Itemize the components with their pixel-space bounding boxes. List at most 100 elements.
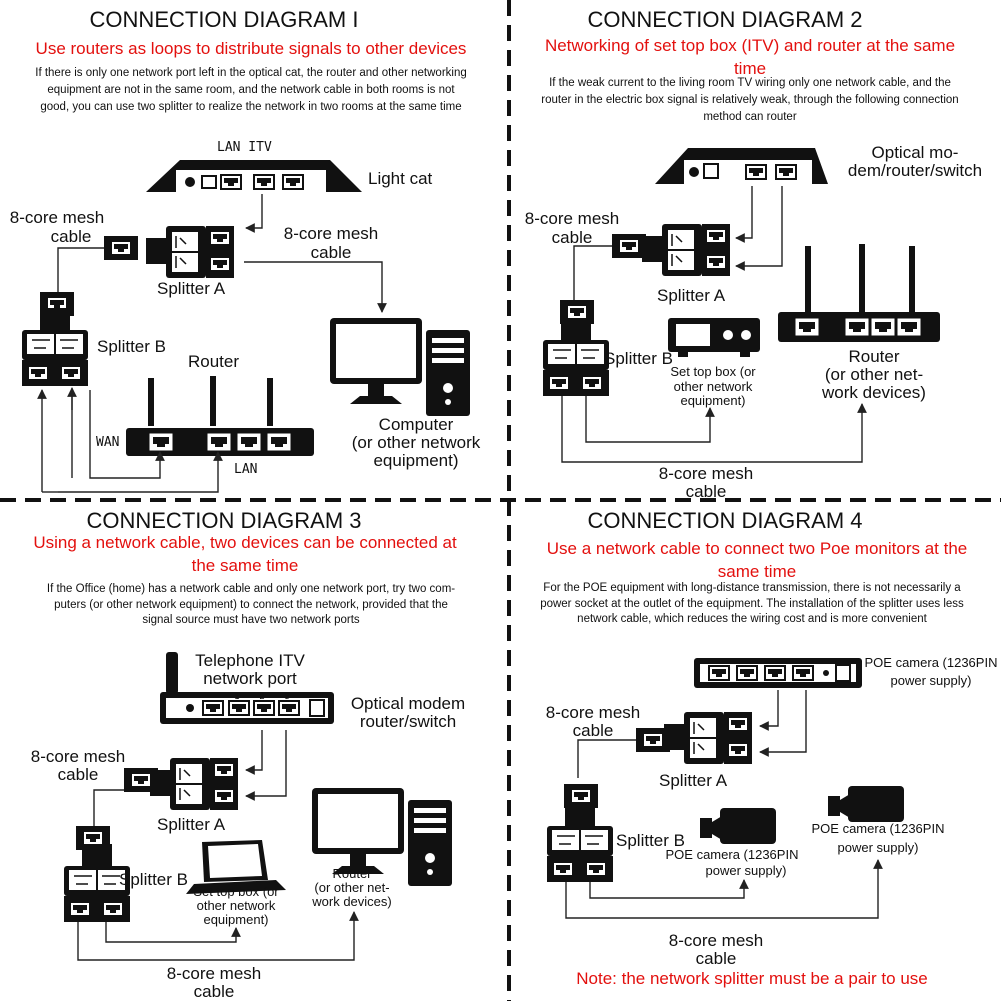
splitter-a-label: Splitter A [157,279,226,298]
light-cat-label: Light cat [368,169,433,188]
mesh-cable-label: cable [58,765,99,784]
modem-label: Optical mo- [872,143,959,162]
mesh-cable-label: 8-core mesh [659,464,753,483]
panel-diagram-1: CONNECTION DIAGRAM I Use routers as loop… [10,7,481,493]
splitter-a-label: Splitter A [659,771,728,790]
computer-label: (or other network [352,433,481,452]
panel4-desc-line: For the POE equipment with long-distance… [543,582,961,594]
camera-label: power supply) [706,863,787,878]
set-top-box-label: Set top box (or [670,364,756,379]
port-number: 2 [259,691,264,701]
router-label: Router [848,347,899,366]
splitter-b-label: Splitter B [604,349,673,368]
panel3-desc-line: If the Office (home) has a network cable… [47,583,455,595]
poe-camera-icon [828,786,904,822]
mesh-cable-label: 8-core mesh [525,209,619,228]
mesh-cable-label: 8-core mesh [669,931,763,950]
panel3-desc-line: signal source must have two network port… [142,614,360,626]
panel4-title: CONNECTION DIAGRAM 4 [587,508,862,533]
router-label: Router [188,352,239,371]
lan-label: LAN [234,462,257,477]
set-top-box-device [668,318,760,357]
panel-diagram-3: CONNECTION DIAGRAM 3 Using a network cab… [31,508,465,1001]
panel3-title: CONNECTION DIAGRAM 3 [86,508,361,533]
panel-diagram-4: CONNECTION DIAGRAM 4 Use a network cable… [540,508,997,988]
router-label: (or other net- [825,365,923,384]
splitter-a [150,758,238,810]
mesh-cable-label: 8-core mesh [10,208,104,227]
poe-switch-device [694,658,862,688]
loose-plug [636,728,670,752]
set-top-box-label: equipment) [203,912,268,927]
panel3-subtitle: the same time [192,556,299,575]
panel3-desc-line: puters (or other network equipment) to c… [54,599,448,611]
panel1-desc-line: If there is only one network port left i… [35,67,467,79]
panel1-subtitle: Use routers as loops to distribute signa… [36,39,467,58]
poe-camera-icon [700,808,776,844]
splitter-a [664,712,752,764]
panel-diagram-2: CONNECTION DIAGRAM 2 Networking of set t… [525,7,982,501]
light-cat-device [146,160,362,192]
wan-label: WAN [96,435,119,450]
router-label: work devices) [821,383,926,402]
set-top-box-label: other network [197,898,276,913]
splitter-b [543,318,609,396]
set-top-box-label: Set top box (or [193,884,279,899]
mesh-cable-label: cable [686,482,727,501]
splitter-a [642,224,730,276]
telephone-itv-label: network port [203,669,297,688]
telephone-itv-label: Telephone ITV [195,651,305,670]
mesh-cable-label: cable [51,227,92,246]
splitter-b [22,308,88,386]
panel2-title: CONNECTION DIAGRAM 2 [587,7,862,32]
camera-label: POE camera (1236PIN [666,847,799,862]
panel2-desc-line: method can router [703,111,797,123]
mesh-cable-label: cable [194,982,235,1001]
panel2-subtitle: Networking of set top box (ITV) and rout… [545,36,955,55]
router-label: Router [332,866,372,881]
loose-plug [124,768,158,792]
panel4-desc-line: power socket at the outlet of the equipm… [540,598,964,610]
modem-label: dem/router/switch [848,161,982,180]
mesh-cable-label: 8-core mesh [31,747,125,766]
camera-label: POE camera (1236PIN [812,821,945,836]
computer-icon [330,318,470,416]
loose-plug [612,234,646,258]
set-top-box-label: other network [674,379,753,394]
splitter-a-label: Splitter A [657,286,726,305]
optical-modem-device [160,652,334,724]
panel2-subtitle: time [734,59,766,78]
poe-switch-label: power supply) [891,673,972,688]
mesh-cable-label: cable [552,228,593,247]
router-device [778,244,940,342]
mesh-cable-label: cable [573,721,614,740]
mesh-cable-label: cable [696,949,737,968]
port-header: LAN ITV [217,140,272,155]
computer-label: Computer [379,415,454,434]
mesh-cable-label: 8-core mesh [284,224,378,243]
router-label: (or other net- [314,880,389,895]
laptop-icon [186,840,286,894]
panel4-subtitle: same time [718,562,796,581]
panel2-desc-line: If the weak current to the living room T… [549,77,951,89]
camera-label: power supply) [838,840,919,855]
port-number: 1 [234,691,239,701]
splitter-b [547,804,613,882]
splitter-a-label: Splitter A [157,815,226,834]
mesh-cable-label: cable [311,243,352,262]
panel3-subtitle: Using a network cable, two devices can b… [33,533,457,552]
note-text: Note: the network splitter must be a pai… [576,969,928,988]
modem-label: router/switch [360,712,456,731]
mesh-cable-label: 8-core mesh [546,703,640,722]
optical-modem-device [655,148,828,184]
splitter-b-label: Splitter B [119,870,188,889]
router-device [126,376,314,456]
set-top-box-label: equipment) [680,393,745,408]
loose-plug [104,236,138,260]
router-label: work devices) [311,894,391,909]
panel1-title: CONNECTION DIAGRAM I [90,7,359,32]
panel4-subtitle: Use a network cable to connect two Poe m… [547,539,968,558]
port-number: 3 [284,691,289,701]
panel4-desc-line: network cable, which reduces the wiring … [577,613,927,625]
